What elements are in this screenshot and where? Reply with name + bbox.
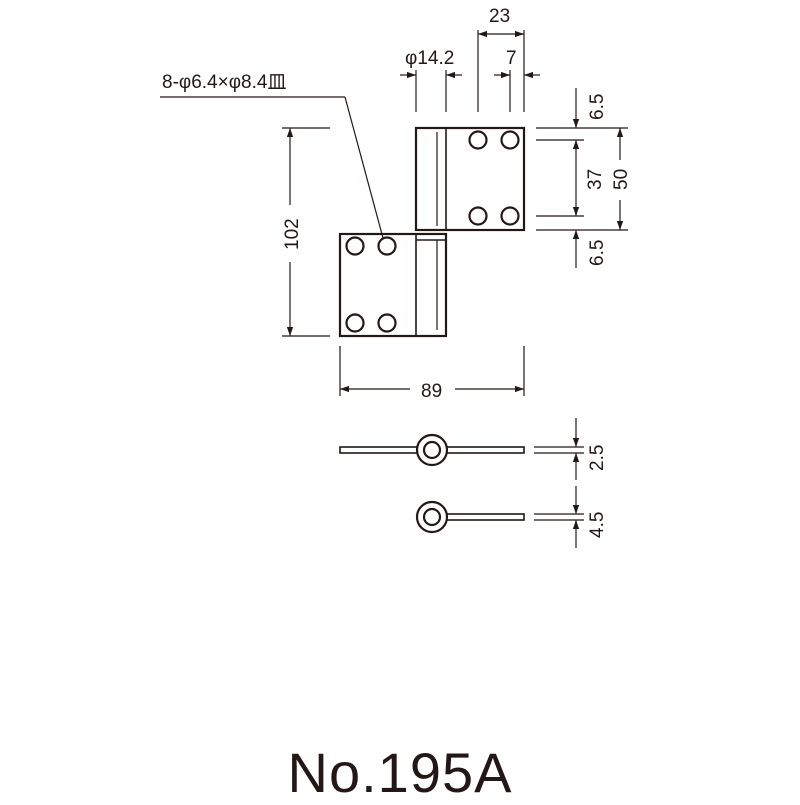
overall-height-dimension: 102 bbox=[282, 127, 330, 337]
edge-bottom-label: 6.5 bbox=[587, 240, 608, 266]
thickness-b-label: 4.5 bbox=[587, 512, 608, 538]
hole-offset-label: 7 bbox=[506, 48, 517, 69]
mounting-hole bbox=[500, 130, 520, 150]
lower-leaf bbox=[338, 229, 448, 338]
leaf-height-label: 50 bbox=[611, 169, 632, 190]
hole-pitch-label: 37 bbox=[585, 169, 606, 190]
right-dimensions: 6.5 37 50 6.5 bbox=[536, 88, 632, 268]
mounting-hole bbox=[377, 236, 397, 256]
mounting-hole bbox=[345, 236, 365, 256]
mounting-hole bbox=[468, 206, 488, 226]
mounting-hole bbox=[345, 313, 365, 333]
section-view-flat: 2.5 bbox=[339, 418, 608, 480]
mounting-hole bbox=[500, 206, 520, 226]
leaf-width-label: 23 bbox=[489, 6, 510, 27]
model-number: No.195A bbox=[287, 741, 513, 804]
hole-spec-callout: 8-φ6.4×φ8.4皿 bbox=[160, 72, 384, 239]
top-dimensions: φ14.2 23 7 bbox=[400, 6, 540, 112]
mounting-hole bbox=[468, 130, 488, 150]
hole-spec-label: 8-φ6.4×φ8.4皿 bbox=[162, 72, 286, 93]
mounting-hole bbox=[377, 313, 397, 333]
overall-width-label: 89 bbox=[421, 381, 442, 402]
overall-width-dimension: 89 bbox=[339, 346, 525, 402]
upper-leaf bbox=[414, 126, 526, 232]
thickness-a-label: 2.5 bbox=[587, 445, 608, 471]
section-view-offset: 4.5 bbox=[415, 486, 608, 548]
overall-height-label: 102 bbox=[282, 218, 303, 250]
knuckle-diameter-label: φ14.2 bbox=[405, 48, 454, 69]
edge-top-label: 6.5 bbox=[587, 94, 608, 120]
